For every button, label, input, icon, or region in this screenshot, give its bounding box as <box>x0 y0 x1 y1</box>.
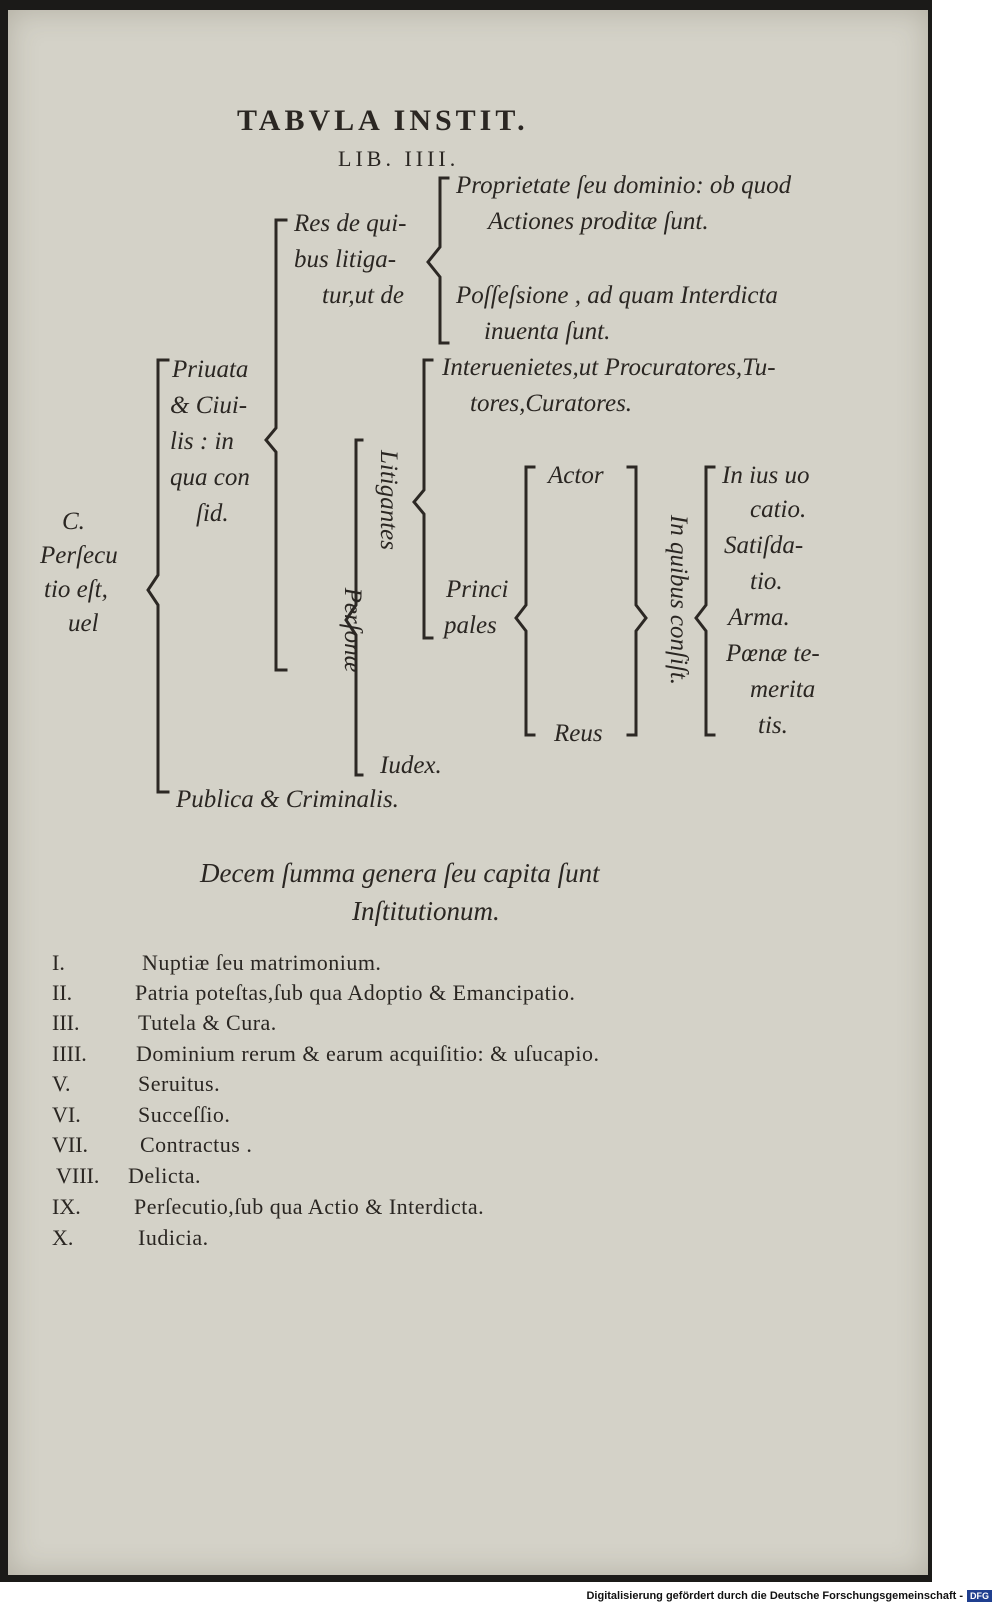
list-item-number: VIII. <box>56 1163 100 1188</box>
consist-line: Pœnæ te- <box>726 640 820 667</box>
list-item-number: V. <box>52 1071 71 1096</box>
list-item-number: X. <box>52 1225 74 1250</box>
list-item-text: Succeſſio. <box>138 1102 231 1127</box>
reus-label: Reus <box>554 720 603 747</box>
subtitle-line: Inſtitutionum. <box>352 896 500 926</box>
list-item-number: I. <box>52 950 65 975</box>
dfg-logo: DFG <box>967 1590 992 1602</box>
root-label-line: Perſecu <box>40 542 118 569</box>
publica-label: Publica & Criminalis. <box>176 786 399 813</box>
list-item-text: Patria poteſtas,ſub qua Adoptio & Emanci… <box>135 980 576 1005</box>
list-item-text: Delicta. <box>128 1163 202 1188</box>
actor-label: Actor <box>548 462 604 489</box>
proprietate-line: Proprietate ſeu dominio: ob quod <box>456 172 792 199</box>
personae-label: Perſonæ <box>339 587 366 673</box>
privata-label-line: Priuata <box>172 356 249 383</box>
in-quibus-label: In quibus conſiſt. <box>665 514 692 686</box>
possessione-line: Poſſeſsione , ad quam Interdicta <box>456 282 778 309</box>
list-item-number: II. <box>52 980 73 1005</box>
book-number: LIB. IIII. <box>338 146 460 171</box>
possessione-line: inuenta ſunt. <box>484 318 611 345</box>
list-item-text: Nuptiæ ſeu matrimonium. <box>142 950 382 975</box>
privata-label-line: ſid. <box>196 500 229 527</box>
root-label-line: tio eſt, <box>44 576 108 603</box>
list-item-number: VI. <box>52 1102 81 1127</box>
res-label-line: tur,ut de <box>322 282 404 309</box>
consist-line: merita <box>750 676 816 703</box>
list-item-text: Iudicia. <box>138 1225 209 1250</box>
privata-label-line: & Ciui- <box>170 392 248 419</box>
iudex-label: Iudex. <box>380 752 442 779</box>
digitization-footer: Digitalisierung gefördert durch die Deut… <box>586 1587 992 1605</box>
list-item-text: Tutela & Cura. <box>138 1010 277 1035</box>
proprietate-line: Actiones proditæ ſunt. <box>488 208 709 235</box>
list-item-text: Perſecutio,ſub qua Actio & Interdicta. <box>134 1194 485 1219</box>
list-item-text: Contractus . <box>140 1132 253 1157</box>
consist-line: catio. <box>750 496 807 523</box>
principales-label-line: Princi <box>446 576 509 603</box>
privata-label-line: qua con <box>170 464 250 491</box>
list-item-number: IIII. <box>52 1041 87 1066</box>
consist-line: Arma. <box>728 604 790 631</box>
res-label-line: Res de qui- <box>294 210 407 237</box>
litigantes-label: Litigantes <box>375 449 402 550</box>
subtitle-line: Decem ſumma genera ſeu capita ſunt <box>200 858 600 888</box>
page-title: TABVLA INSTIT. <box>237 104 529 137</box>
consist-line: Satiſda- <box>724 532 804 559</box>
list-item-text: Seruitus. <box>138 1071 221 1096</box>
root-label-line: uel <box>68 610 99 637</box>
privata-label-line: lis : in <box>170 428 234 455</box>
list-item-number: IX. <box>52 1194 81 1219</box>
consist-line: tio. <box>750 568 783 595</box>
list-item-number: III. <box>52 1010 80 1035</box>
list-item-number: VII. <box>52 1132 89 1157</box>
interuenientes-line: tores,Curatores. <box>470 390 633 417</box>
list-item-text: Dominium rerum & earum acquiſitio: & uſu… <box>136 1041 600 1066</box>
consist-line: tis. <box>758 712 788 739</box>
footer-text: Digitalisierung gefördert durch die Deut… <box>586 1590 963 1602</box>
root-label-line: C. <box>62 508 85 535</box>
res-label-line: bus litiga- <box>294 246 397 273</box>
interuenientes-line: Interuenietes,ut Procuratores,Tu- <box>442 354 776 381</box>
principales-label-line: pales <box>444 612 497 639</box>
consist-line: In ius uo <box>722 462 810 489</box>
